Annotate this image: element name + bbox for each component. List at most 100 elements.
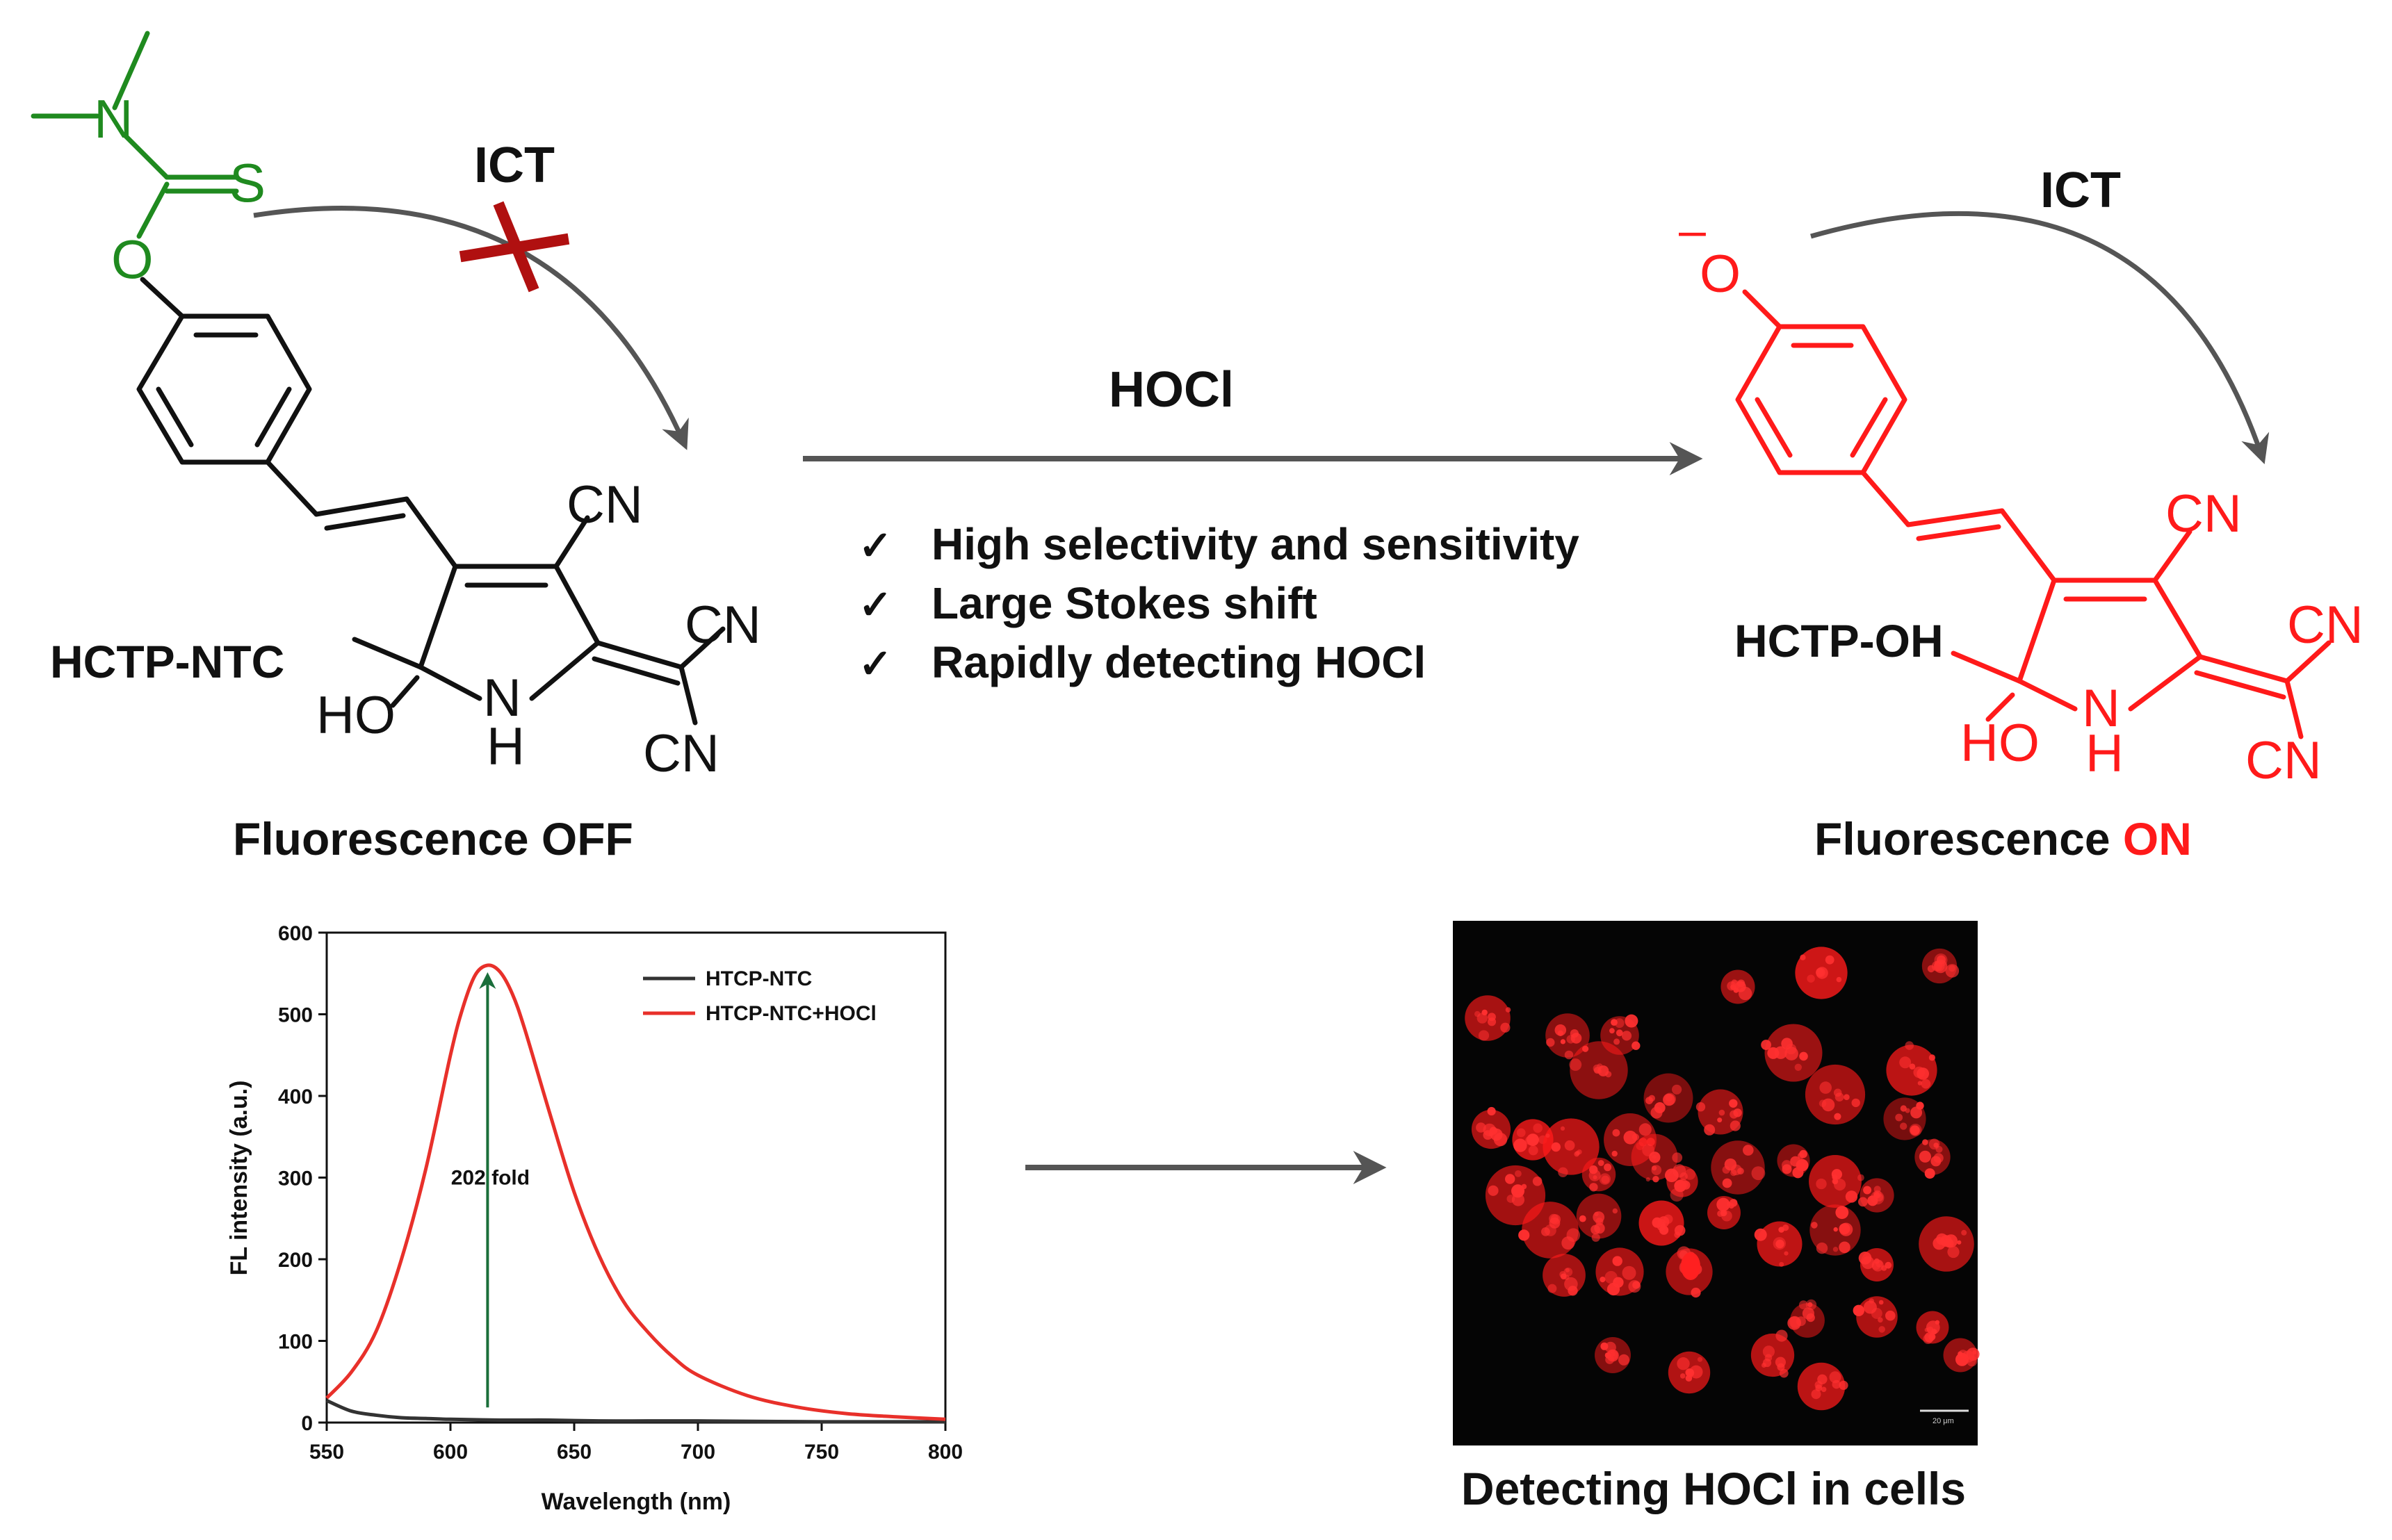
cell-speck: [1857, 1174, 1864, 1181]
y-tick-label: 0: [301, 1412, 313, 1435]
cell-speck: [1885, 1310, 1896, 1321]
cell-speck: [1817, 1374, 1828, 1385]
benefits-list: ✓ High selectivity and sensitivity ✓ Lar…: [859, 519, 1579, 687]
cyano-group: CN: [685, 596, 761, 655]
cell-speck: [1798, 1300, 1808, 1310]
cell-speck: [1927, 965, 1935, 973]
cell-speck: [1569, 1058, 1582, 1071]
cell-speck: [1775, 1329, 1788, 1342]
cell-speck: [1663, 1214, 1673, 1224]
cell-speck: [1921, 1079, 1931, 1089]
cell-speck: [1937, 955, 1946, 965]
cell-speck: [1835, 1206, 1849, 1220]
cell-speck: [1730, 1110, 1739, 1119]
cell-spot: [1886, 1045, 1937, 1096]
cell-speck: [1927, 1326, 1934, 1334]
cell-speck: [1672, 1084, 1682, 1095]
x-tick-label: 800: [928, 1441, 963, 1464]
cell-speck: [1612, 1208, 1618, 1214]
cyano-group: CN: [2245, 731, 2322, 790]
cell-speck: [1558, 1167, 1568, 1178]
hydroxyl-group: HO: [316, 686, 396, 745]
product-name: HCTP-OH: [1734, 615, 1944, 666]
cell-speck: [1833, 1088, 1842, 1097]
cell-speck: [1679, 1172, 1688, 1181]
cell-speck: [1834, 1113, 1841, 1120]
cell-speck: [1774, 1046, 1787, 1059]
cell-speck: [1858, 1252, 1872, 1265]
cell-speck: [1717, 1117, 1723, 1123]
cell-speck: [1554, 1024, 1567, 1036]
cell-speck: [1621, 1031, 1632, 1041]
cell-speck: [1613, 1038, 1620, 1045]
cell-speck: [1821, 1386, 1827, 1393]
cell-speck: [1773, 1237, 1786, 1250]
check-icon: ✓: [859, 641, 893, 687]
benefit-item: Rapidly detecting HOCl: [931, 637, 1426, 687]
cell-speck: [1792, 1167, 1804, 1179]
cell-speck: [1606, 1349, 1619, 1362]
cell-speck: [1632, 1281, 1641, 1289]
state-off-label: Fluorescence OFF: [233, 813, 633, 865]
cell-speck: [1645, 1177, 1650, 1182]
y-tick-label: 300: [278, 1168, 313, 1190]
legend-label-1: HTCP-NTC+HOCl: [706, 1002, 877, 1025]
cell-speck: [1487, 1106, 1496, 1116]
cell-speck: [1609, 1028, 1615, 1034]
cell-speck: [1853, 1304, 1864, 1317]
cell-speck: [1533, 1123, 1543, 1133]
cell-speck: [1665, 1168, 1679, 1183]
cell-speck: [1799, 1051, 1808, 1061]
cell-speck: [1605, 1071, 1612, 1078]
cell-speck: [1922, 1139, 1928, 1145]
state-on-word: ON: [2123, 813, 2192, 865]
cell-speck: [1564, 1140, 1575, 1151]
y-tick-label: 400: [278, 1086, 313, 1108]
cell-speck: [1722, 1165, 1730, 1174]
cell-speck: [1616, 1029, 1623, 1037]
cell-speck: [1625, 1014, 1638, 1028]
cell-speck: [1513, 1138, 1527, 1152]
cell-speck: [1570, 1029, 1579, 1038]
cell-speck: [1618, 1354, 1629, 1366]
cyano-group: CN: [567, 475, 643, 534]
cell-speck: [1816, 1242, 1828, 1254]
phenolate-oxygen: O: [1700, 245, 1741, 304]
cell-speck: [1807, 974, 1815, 983]
cell-speck: [1945, 964, 1960, 978]
cell-speck: [1811, 1222, 1818, 1229]
cells-caption: Detecting HOCl in cells: [1461, 1463, 1966, 1514]
x-tick-label: 600: [433, 1441, 468, 1464]
cell-speck: [1832, 1379, 1841, 1389]
cell-speck: [1511, 1193, 1524, 1206]
cell-speck: [1779, 1368, 1789, 1378]
cell-speck: [1869, 1298, 1874, 1304]
cell-speck: [1654, 1102, 1666, 1113]
blocked-cross-icon: [459, 201, 570, 293]
cell-speck: [1611, 1019, 1618, 1026]
cell-speck: [1716, 1197, 1730, 1212]
cell-speck: [1972, 1350, 1977, 1354]
cell-speck: [1505, 1007, 1511, 1013]
cell-spot: [1465, 995, 1511, 1041]
cell-speck: [1560, 1126, 1565, 1131]
cell-speck: [1782, 1164, 1792, 1174]
thiocarbamate-group: [31, 31, 239, 239]
x-tick-label: 550: [309, 1441, 344, 1464]
ict-arrow-active: ICT: [1810, 163, 2270, 464]
cell-speck: [1622, 1265, 1636, 1280]
cell-speck: [1858, 1197, 1868, 1207]
cell-speck: [1611, 1150, 1618, 1157]
oxygen-atom: O: [111, 229, 154, 290]
cell-speck: [1778, 1227, 1784, 1233]
cell-speck: [1816, 1178, 1827, 1190]
cell-speck: [1833, 1227, 1838, 1232]
ict-label-right: ICT: [2040, 163, 2121, 218]
cell-speck: [1612, 1256, 1622, 1266]
cell-speck: [1730, 1120, 1741, 1131]
cell-speck: [1839, 1241, 1850, 1254]
cell-speck: [1944, 1234, 1958, 1248]
